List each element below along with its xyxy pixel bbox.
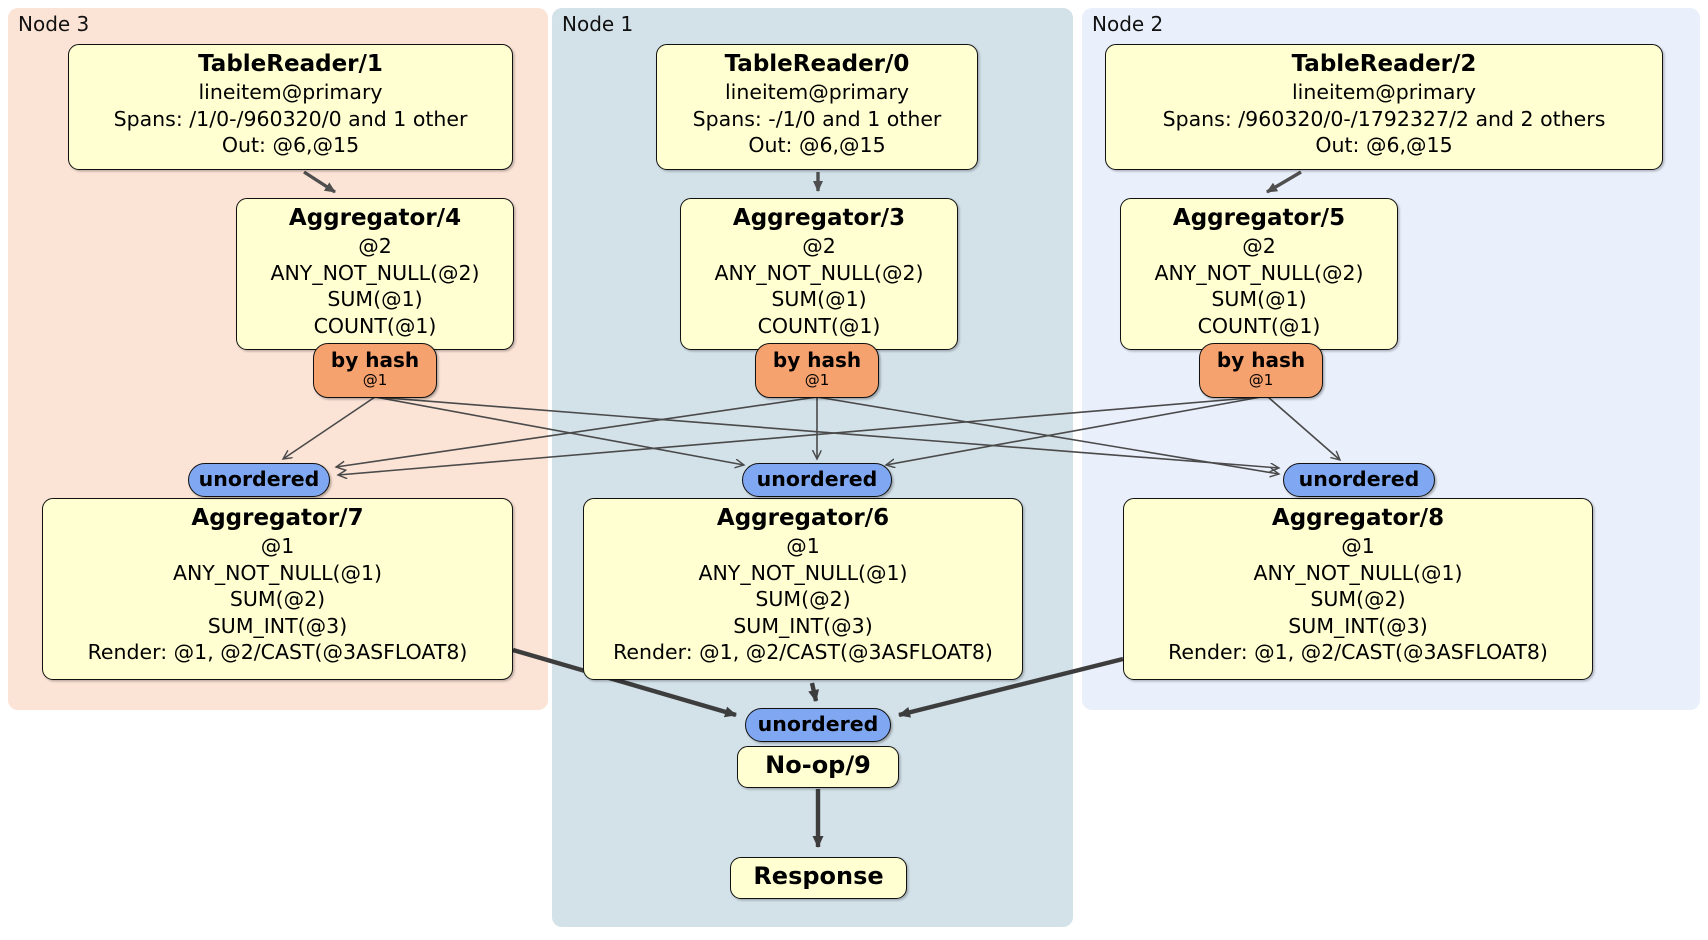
processor-detail: SUM_INT(@3) (1288, 613, 1428, 638)
node-label: Node 3 (18, 12, 90, 36)
processor-detail: SUM_INT(@3) (733, 613, 873, 638)
processor-detail: Out: @6,@15 (221, 133, 360, 157)
processor-detail: Spans: /960320/0-/1792327/2 and 2 others (1162, 106, 1606, 131)
router-label: by hash (330, 348, 420, 372)
sync-unordered-node2: unordered (1283, 463, 1435, 497)
router-label: by hash (1216, 348, 1306, 372)
processor-detail: SUM(@1) (1211, 287, 1307, 311)
processor-detail: Render: @1, @2/CAST(@3ASFLOAT8) (1168, 640, 1548, 664)
sync-unordered-node3: unordered (188, 463, 330, 497)
processor-detail: COUNT(@1) (1197, 313, 1321, 338)
processor-detail: @2 (1242, 234, 1276, 258)
processor-detail: @2 (802, 234, 836, 258)
sync-unordered-final: unordered (745, 708, 891, 742)
processor-detail: SUM(@2) (229, 587, 326, 611)
processor-aggregator-5: Aggregator/5 @2 ANY_NOT_NULL(@2) SUM(@1)… (1120, 198, 1398, 350)
processor-detail: Out: @6,@15 (1315, 133, 1453, 157)
processor-detail: SUM(@2) (1310, 587, 1406, 611)
processor-detail: ANY_NOT_NULL(@2) (1154, 260, 1364, 285)
node-label: Node 2 (1092, 12, 1164, 36)
processor-aggregator-6: Aggregator/6 @1 ANY_NOT_NULL(@1) SUM(@2)… (583, 498, 1023, 680)
router-key: @1 (362, 371, 388, 389)
processor-aggregator-8: Aggregator/8 @1 ANY_NOT_NULL(@1) SUM(@2)… (1123, 498, 1593, 680)
processor-detail: Spans: -/1/0 and 1 other (692, 106, 942, 131)
processor-title: Aggregator/3 (732, 205, 906, 231)
processor-detail: ANY_NOT_NULL(@2) (270, 260, 480, 285)
processor-detail: COUNT(@1) (313, 313, 437, 338)
processor-response: Response (730, 857, 907, 899)
final-merge-edges (512, 647, 1124, 848)
router-key: @1 (804, 371, 830, 389)
processor-tablereader-1: TableReader/1 lineitem@primary Spans: /1… (68, 44, 513, 170)
router-by-hash-node3: by hash @1 (313, 343, 437, 398)
processor-detail: @1 (786, 534, 820, 558)
processor-detail: Render: @1, @2/CAST(@3ASFLOAT8) (87, 640, 468, 664)
processor-title: Aggregator/6 (716, 505, 890, 531)
processor-title: TableReader/1 (198, 51, 383, 77)
processor-detail: SUM(@1) (771, 287, 867, 311)
processor-title: TableReader/0 (724, 51, 910, 77)
processor-detail: ANY_NOT_NULL(@2) (714, 260, 924, 285)
processor-detail: SUM(@1) (327, 287, 423, 311)
processor-detail: COUNT(@1) (757, 313, 881, 338)
node-label: Node 1 (562, 12, 634, 36)
processor-aggregator-3: Aggregator/3 @2 ANY_NOT_NULL(@2) SUM(@1)… (680, 198, 958, 350)
processor-tablereader-2: TableReader/2 lineitem@primary Spans: /9… (1105, 44, 1663, 170)
processor-detail: Out: @6,@15 (748, 133, 886, 157)
processor-title: Aggregator/7 (191, 505, 364, 531)
processor-title: Aggregator/4 (288, 205, 462, 231)
processor-detail: ANY_NOT_NULL(@1) (1253, 560, 1463, 585)
processor-title: TableReader/2 (1291, 51, 1477, 77)
router-by-hash-node2: by hash @1 (1199, 343, 1323, 398)
hash-mesh-edges (283, 396, 1340, 475)
processor-detail: SUM_INT(@3) (207, 613, 348, 638)
processor-detail: @1 (1341, 534, 1375, 558)
processor-noop-9: No-op/9 (737, 746, 899, 788)
processor-detail: Render: @1, @2/CAST(@3ASFLOAT8) (613, 640, 993, 664)
processor-detail: @2 (358, 234, 392, 258)
processor-detail: lineitem@primary (724, 80, 910, 104)
processor-detail: ANY_NOT_NULL(@1) (172, 560, 383, 585)
processor-title: Aggregator/5 (1172, 205, 1346, 231)
processor-detail: @1 (260, 534, 295, 558)
router-key: @1 (1248, 371, 1274, 389)
processor-detail: ANY_NOT_NULL(@1) (698, 560, 908, 585)
processor-detail: lineitem@primary (1291, 80, 1477, 104)
processor-aggregator-7: Aggregator/7 @1 ANY_NOT_NULL(@1) SUM(@2)… (42, 498, 513, 680)
processor-tablereader-0: TableReader/0 lineitem@primary Spans: -/… (656, 44, 978, 170)
processor-title: Response (753, 862, 884, 890)
processor-detail: Spans: /1/0-/960320/0 and 1 other (113, 106, 468, 131)
router-by-hash-node1: by hash @1 (755, 343, 879, 398)
processor-detail: SUM(@2) (755, 587, 851, 611)
reader-to-aggregator-edges (303, 170, 1302, 194)
processor-title: No-op/9 (765, 751, 871, 779)
processor-detail: lineitem@primary (198, 80, 383, 104)
processor-title: Aggregator/8 (1271, 505, 1445, 531)
router-label: by hash (772, 348, 862, 372)
sync-unordered-node1: unordered (742, 463, 892, 497)
processor-aggregator-4: Aggregator/4 @2 ANY_NOT_NULL(@2) SUM(@1)… (236, 198, 514, 350)
